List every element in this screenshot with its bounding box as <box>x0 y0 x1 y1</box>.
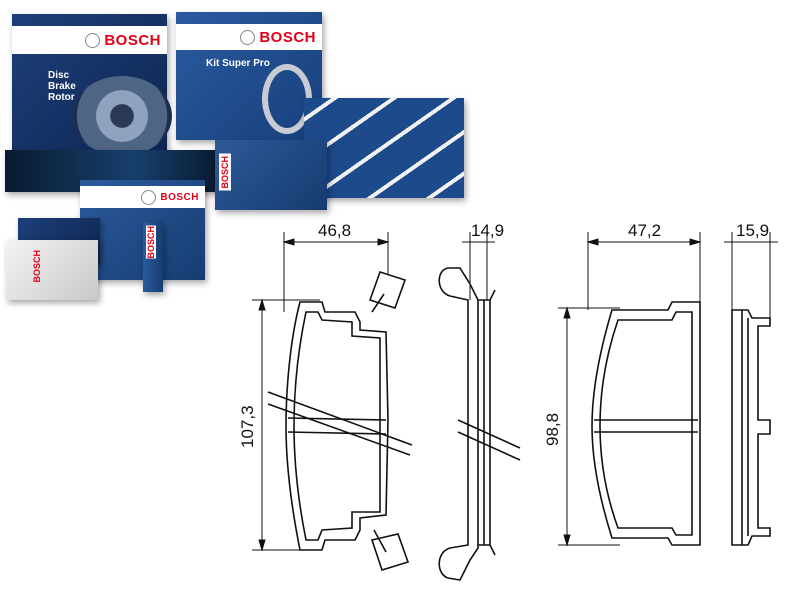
bosch-logo-icon <box>240 29 256 45</box>
pad-b-outline <box>591 301 701 546</box>
pad-b-height-label: 98,8 <box>543 413 562 446</box>
pad-b-side-view <box>724 232 778 546</box>
pad-a-outline <box>267 271 413 571</box>
brake-pad-bulk-box <box>304 98 464 198</box>
bosch-logo-icon <box>85 32 101 48</box>
kit-label: Kit Super Pro <box>206 58 270 69</box>
pad-a-dimensions <box>252 232 390 552</box>
pad-b-dimensions <box>558 232 702 547</box>
pad-a-width-label: 46,8 <box>318 221 351 240</box>
brake-pads-box: BOSCH <box>215 140 327 210</box>
silver-box: BOSCH <box>6 240 98 300</box>
rotor-image <box>72 76 172 156</box>
spark-plug-single-box: BOSCH <box>143 222 163 292</box>
spark-plug-box: BOSCH <box>80 180 205 280</box>
pad-b-thickness-label: 15,9 <box>736 221 769 240</box>
disc-rotor-label: Disc Brake Rotor <box>48 70 76 103</box>
pad-a-height-label: 107,3 <box>238 405 257 448</box>
pad-a-thickness-label: 14,9 <box>471 221 504 240</box>
disc-rotor-box: BOSCH Disc Brake Rotor <box>12 14 172 162</box>
pad-b-width-label: 47,2 <box>628 221 661 240</box>
pad-a-side-view <box>438 232 521 581</box>
bosch-logo-icon <box>141 189 157 205</box>
